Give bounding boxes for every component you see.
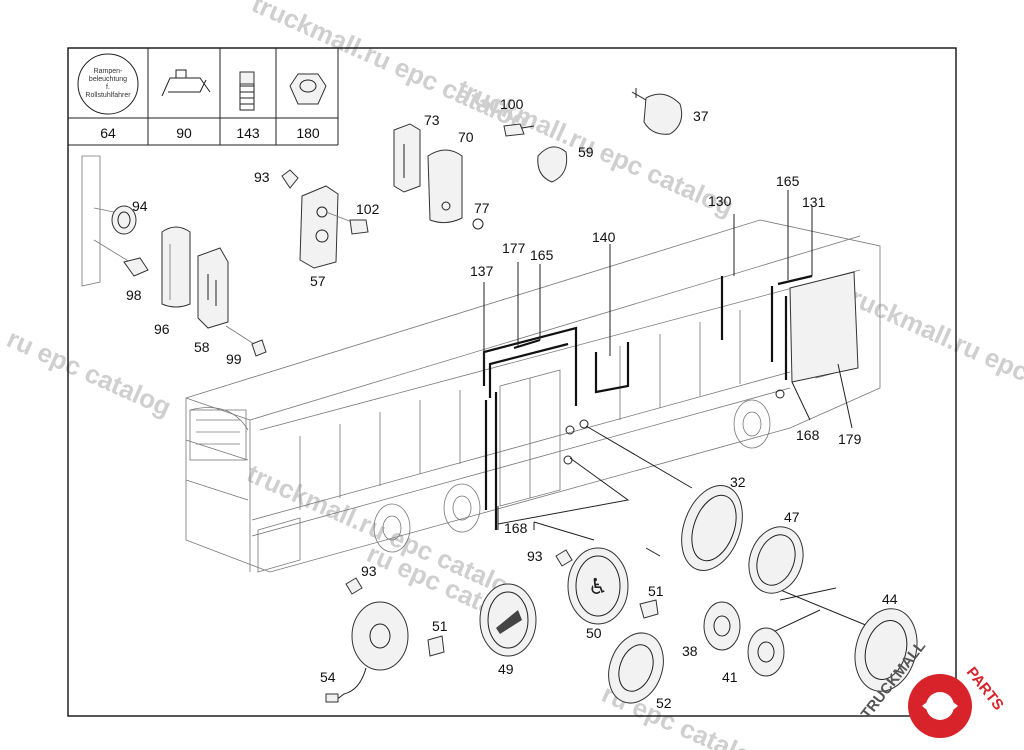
- part-label-177: 177: [502, 240, 526, 256]
- part-label-59: 59: [578, 144, 594, 160]
- legend-label-90: 90: [176, 125, 192, 141]
- part-label-99: 99: [226, 351, 242, 367]
- bus-outline: [185, 219, 881, 573]
- part-label-165: 165: [530, 247, 554, 263]
- legend-label-143: 143: [236, 125, 260, 141]
- watermark: truckmall.ru epc catalog: [453, 73, 738, 222]
- part-label-137: 137: [470, 263, 494, 279]
- legend-note-line: beleuchtung: [89, 76, 127, 83]
- part-label-130: 130: [708, 193, 732, 209]
- part-label-57: 57: [310, 273, 326, 289]
- legend-label-64: 64: [100, 125, 116, 141]
- part-label-52: 52: [656, 695, 672, 711]
- legend-label-180: 180: [296, 125, 320, 141]
- part-label-32: 32: [730, 474, 746, 490]
- top-mount-parts: [281, 88, 683, 269]
- legend-note-line: f.: [106, 84, 110, 91]
- part-label-73: 73: [424, 112, 440, 128]
- bottom-parts: ♿: [325, 485, 918, 704]
- clip-icon: [161, 69, 211, 97]
- bus-wheels: [373, 399, 771, 553]
- part-label-102: 102: [356, 201, 380, 217]
- part-label-41: 41: [722, 669, 738, 685]
- screw-icon: [239, 71, 255, 111]
- part-label-37: 37: [693, 108, 709, 124]
- part-label-93: 93: [527, 548, 543, 564]
- part-label-179: 179: [838, 431, 862, 447]
- legend-note-line: Rollstuhlfahrer: [85, 92, 131, 99]
- part-label-168: 168: [504, 520, 528, 536]
- part-label-70: 70: [458, 129, 474, 145]
- left-mount-parts: [81, 155, 267, 357]
- nut-icon: [289, 73, 327, 105]
- connection-dots: [563, 389, 785, 465]
- part-label-98: 98: [126, 287, 142, 303]
- part-labels: 37 100 59 73 70 77 93 102 57 94 98 96 58…: [126, 96, 898, 711]
- part-label-54: 54: [320, 669, 336, 685]
- part-label-49: 49: [498, 661, 514, 677]
- part-label-100: 100: [500, 96, 524, 112]
- part-label-38: 38: [682, 643, 698, 659]
- part-label-93: 93: [254, 169, 270, 185]
- part-label-93: 93: [361, 563, 377, 579]
- part-label-44: 44: [882, 591, 898, 607]
- part-label-140: 140: [592, 229, 616, 245]
- wheelchair-icon: ♿: [588, 575, 608, 600]
- leader-lines: [483, 190, 869, 641]
- part-label-165: 165: [776, 173, 800, 189]
- seal-strips: [482, 271, 859, 530]
- part-label-51: 51: [648, 583, 664, 599]
- part-label-47: 47: [784, 509, 800, 525]
- legend-note-line: Rampen-: [94, 68, 123, 75]
- part-label-96: 96: [154, 321, 170, 337]
- ramp-icon: [496, 610, 522, 634]
- part-label-51: 51: [432, 618, 448, 634]
- watermark: ru epc catalog: [3, 323, 176, 422]
- part-label-131: 131: [802, 194, 826, 210]
- legend-boxes: Rampen- beleuchtung f. Rollstuhlfahrer 6…: [68, 48, 339, 146]
- part-label-50: 50: [586, 625, 602, 641]
- part-label-168: 168: [796, 427, 820, 443]
- watermark: truckmall.ru epc catalog: [838, 278, 1024, 427]
- part-label-94: 94: [132, 198, 148, 214]
- part-label-58: 58: [194, 339, 210, 355]
- part-label-77: 77: [474, 200, 490, 216]
- diagram-frame: [67, 47, 957, 717]
